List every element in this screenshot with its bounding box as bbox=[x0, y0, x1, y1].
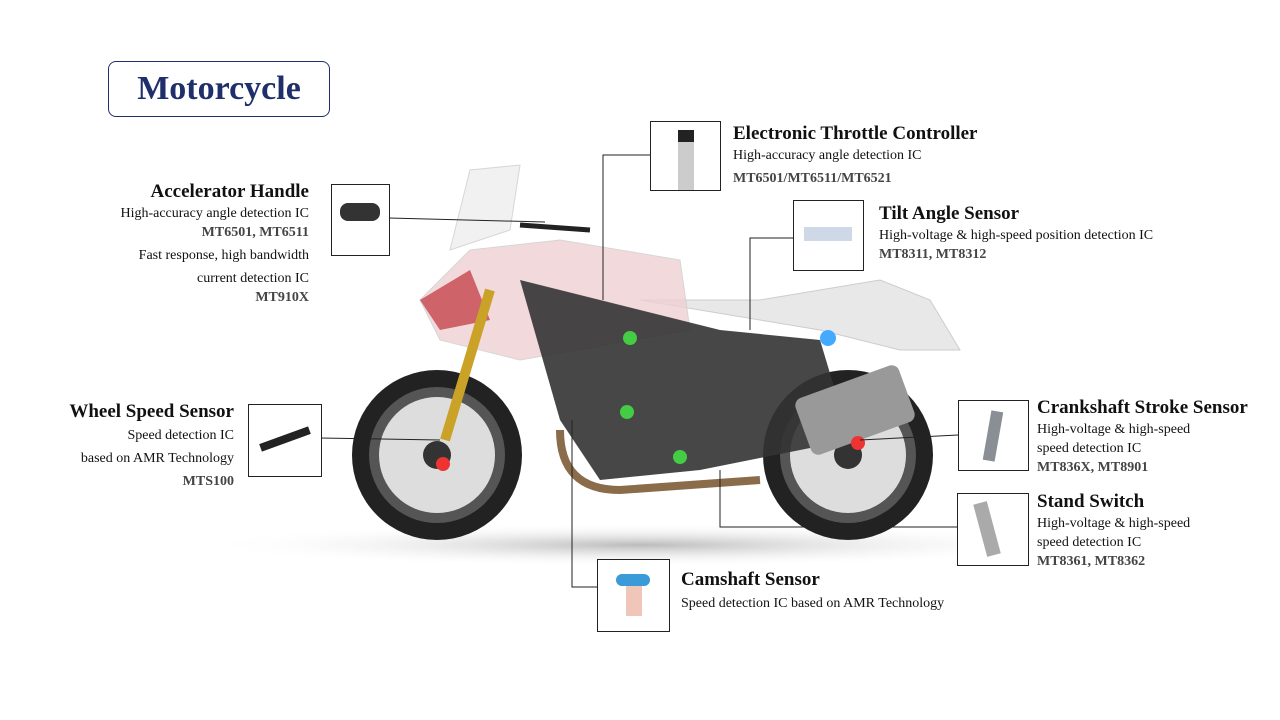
callout-title: Tilt Angle Sensor bbox=[879, 203, 1020, 224]
front-wheel bbox=[352, 370, 522, 540]
callout-tilt-angle-sensor: Tilt Angle Sensor High-voltage & high-sp… bbox=[879, 202, 1153, 264]
callout-title: Crankshaft Stroke Sensor bbox=[1037, 397, 1248, 418]
callout-stand-switch: Stand Switch High-voltage & high-speed s… bbox=[1037, 490, 1190, 571]
callout-desc: based on AMR Technology bbox=[80, 451, 234, 466]
callout-desc: Fast response, high bandwidth bbox=[138, 248, 309, 263]
callout-accelerator-handle: Accelerator Handle High-accuracy angle d… bbox=[120, 180, 309, 307]
leader-lines bbox=[319, 154, 959, 588]
accelerator-handle-image bbox=[331, 184, 390, 256]
part-numbers: MTS100 bbox=[182, 474, 234, 489]
callout-title: Accelerator Handle bbox=[150, 181, 309, 202]
callout-desc: High-accuracy angle detection IC bbox=[733, 148, 922, 163]
callout-desc: current detection IC bbox=[197, 271, 309, 286]
callout-desc: speed detection IC bbox=[1037, 441, 1142, 456]
part-numbers: MT6501, MT6511 bbox=[201, 225, 309, 240]
part-numbers: MT6501/MT6511/MT6521 bbox=[733, 171, 892, 186]
wheel-speed-sensor-image bbox=[248, 404, 322, 477]
page-title: Motorcycle bbox=[108, 61, 330, 117]
stand-switch-image bbox=[957, 493, 1029, 566]
callout-title: Stand Switch bbox=[1037, 491, 1145, 512]
tilt-sensor-image bbox=[793, 200, 864, 271]
callout-title: Wheel Speed Sensor bbox=[69, 401, 234, 422]
callout-desc: High-voltage & high-speed position detec… bbox=[879, 228, 1154, 243]
part-numbers: MT8311, MT8312 bbox=[879, 247, 987, 262]
callout-desc: Speed detection IC bbox=[127, 428, 234, 443]
camshaft-sensor-image bbox=[597, 559, 670, 632]
crankshaft-sensor-image bbox=[958, 400, 1029, 471]
throttle-controller-image bbox=[650, 121, 721, 191]
callout-throttle-controller: Electronic Throttle Controller High-accu… bbox=[733, 122, 978, 188]
callout-desc: speed detection IC bbox=[1037, 535, 1142, 550]
callout-title: Electronic Throttle Controller bbox=[733, 123, 978, 144]
callout-wheel-speed-sensor: Wheel Speed Sensor Speed detection IC ba… bbox=[69, 400, 234, 491]
callout-camshaft-sensor: Camshaft Sensor Speed detection IC based… bbox=[681, 568, 944, 613]
part-numbers: MT8361, MT8362 bbox=[1037, 554, 1146, 569]
part-numbers: MT836X, MT8901 bbox=[1037, 460, 1149, 475]
part-numbers: MT910X bbox=[255, 290, 309, 305]
callout-desc: High-accuracy angle detection IC bbox=[120, 206, 309, 221]
callout-desc: Speed detection IC based on AMR Technolo… bbox=[681, 596, 945, 611]
callout-desc: High-voltage & high-speed bbox=[1037, 422, 1191, 437]
callout-title: Camshaft Sensor bbox=[681, 569, 820, 590]
callout-crankshaft-sensor: Crankshaft Stroke Sensor High-voltage & … bbox=[1037, 396, 1248, 477]
callout-desc: High-voltage & high-speed bbox=[1037, 516, 1191, 531]
